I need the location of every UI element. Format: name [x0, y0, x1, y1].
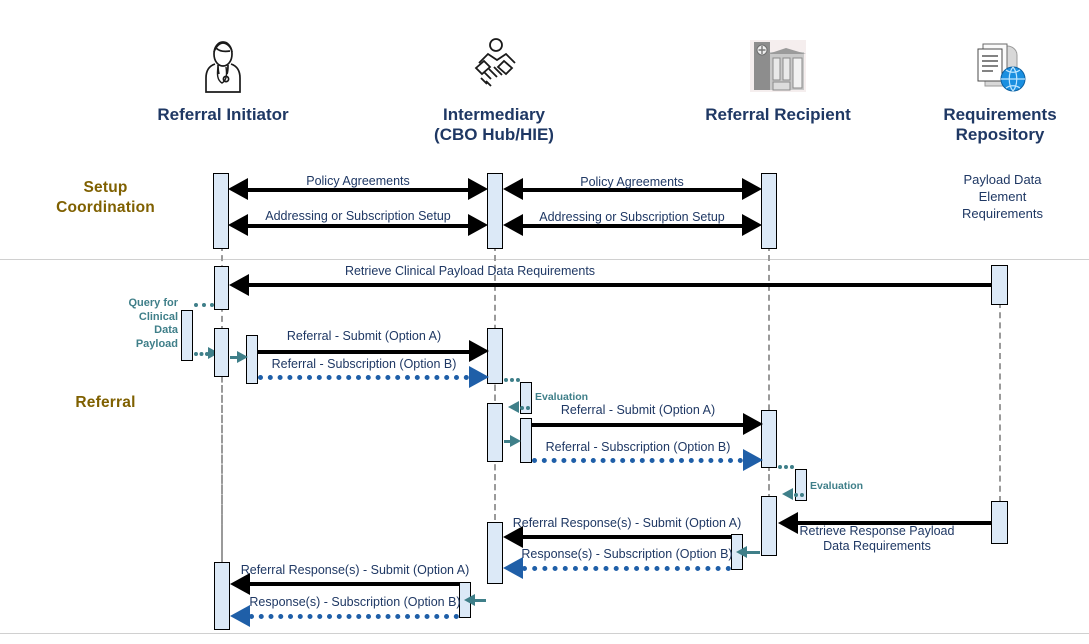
- lifeline-initiator-mid: [221, 375, 223, 570]
- activation-initiator-clinical: [214, 266, 229, 310]
- lifeline-repository: [999, 302, 1001, 502]
- message-label: Retrieve Clinical Payload Data Requireme…: [344, 264, 596, 278]
- database-documents-icon: [910, 34, 1089, 101]
- lifeline-recipient-mid: [768, 465, 770, 510]
- note-evaluation-recipient: Evaluation: [810, 480, 864, 492]
- band-label-setup-coordination: Setup Coordination: [56, 179, 155, 216]
- actor-referral-initiator: Referral Initiator: [133, 34, 313, 125]
- lifeline-recipient: [768, 245, 770, 510]
- activation-recipient-referral-in: [761, 410, 777, 468]
- message-label: Addressing or Subscription Setup: [265, 209, 451, 223]
- activation-intermediary-referral-out: [487, 403, 503, 462]
- building-icon: [688, 34, 868, 101]
- activation-initiator-response-in: [214, 562, 230, 630]
- activation-recipient-response: [761, 496, 777, 556]
- message-label: Referral Response(s) - Submit (Option A): [512, 516, 742, 530]
- message-label: Retrieve Response Payload Data Requireme…: [799, 524, 955, 553]
- note-evaluation-intermediary: Evaluation: [535, 391, 589, 403]
- activation-recipient-setup: [761, 173, 777, 249]
- activation-repository-response: [991, 501, 1008, 544]
- band-divider-bottom: [0, 633, 1089, 634]
- clinician-icon: [133, 34, 313, 101]
- message-label: Referral - Subscription (Option B): [545, 440, 731, 454]
- activation-intermediary-referral-in: [487, 328, 503, 384]
- activation-initiator-query-self: [181, 310, 193, 361]
- actor-label: Requirements Repository: [943, 105, 1057, 144]
- message-label: Response(s) - Subscription (Option B): [521, 547, 733, 561]
- message-label: Referral - Submit (Option A): [560, 403, 716, 417]
- message-label: Policy Agreements: [580, 175, 684, 189]
- band-label-referral: Referral: [75, 394, 136, 411]
- actor-label: Referral Initiator: [157, 105, 289, 124]
- activation-repository-clinical: [991, 265, 1008, 305]
- message-label: Policy Agreements: [306, 174, 410, 188]
- actor-requirements-repository: Requirements Repository: [910, 34, 1089, 145]
- activation-intermediary-setup: [487, 173, 503, 249]
- message-label: Response(s) - Subscription (Option B): [249, 595, 461, 609]
- actor-label: Intermediary (CBO Hub/HIE): [434, 105, 554, 144]
- actor-referral-recipient: Referral Recipient: [688, 34, 868, 125]
- message-label: Referral - Subscription (Option B): [271, 357, 457, 371]
- handshake-icon: [404, 34, 584, 101]
- message-label: Addressing or Subscription Setup: [539, 210, 725, 224]
- actor-intermediary: Intermediary (CBO Hub/HIE): [404, 34, 584, 145]
- activation-intermediary-response-in: [487, 522, 503, 584]
- message-label: Referral - Submit (Option A): [286, 329, 442, 343]
- note-payload-data-element-requirements: Payload Data Element Requirements: [962, 172, 1043, 221]
- band-divider-top: [0, 259, 1089, 260]
- note-query-clinical-data-payload: Query for Clinical Data Payload: [128, 297, 178, 350]
- actor-label: Referral Recipient: [705, 105, 851, 124]
- activation-initiator-setup: [213, 173, 229, 249]
- activation-initiator-referral: [214, 328, 229, 377]
- message-label: Referral Response(s) - Submit (Option A): [240, 563, 470, 577]
